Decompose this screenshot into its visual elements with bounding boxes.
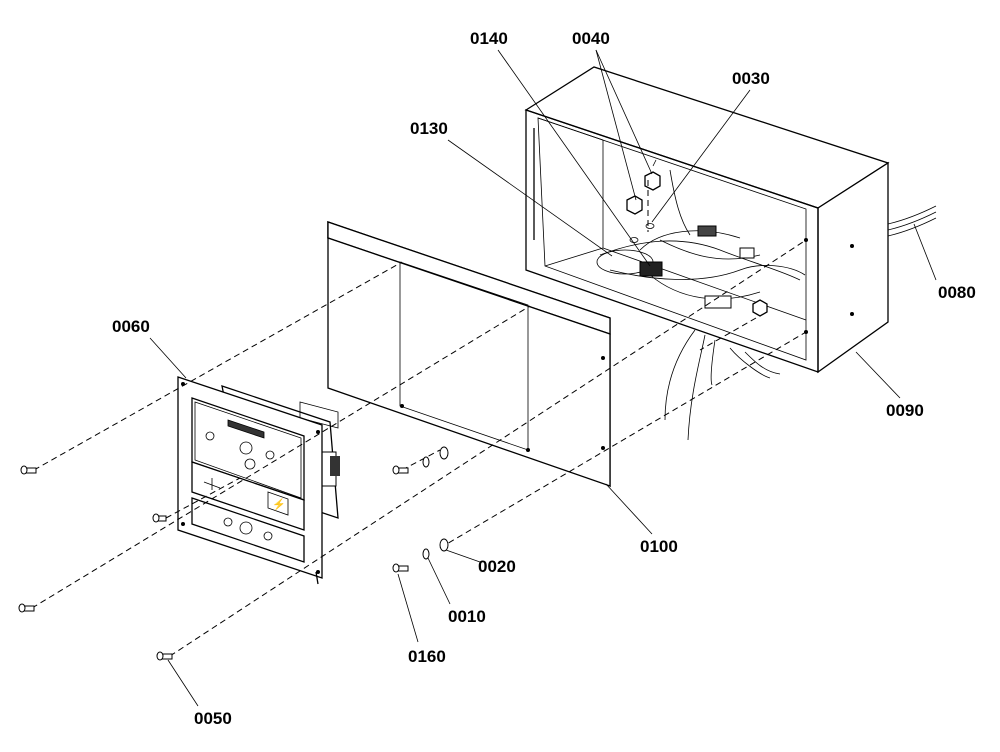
callout-labels: 0140 0040 0030 0130 0080 0060 0090 0100 … (112, 29, 976, 728)
callout-0160: 0160 (408, 647, 446, 666)
control-unit: ⚡ (177, 376, 340, 585)
callout-0090: 0090 (886, 401, 924, 420)
hanging-wires (664, 329, 781, 441)
screw (392, 465, 409, 475)
callout-0080: 0080 (938, 283, 976, 302)
washer (439, 538, 449, 552)
hardware (18, 446, 449, 661)
front-panel (327, 221, 611, 488)
washer (422, 456, 430, 468)
leader-lines (149, 49, 937, 707)
external-cable (887, 205, 937, 237)
internal-wiring (596, 159, 806, 317)
washer (439, 446, 449, 460)
enclosure-box (524, 66, 890, 374)
callout-0030: 0030 (732, 69, 770, 88)
callout-0140: 0140 (470, 29, 508, 48)
screw (20, 465, 37, 475)
screw (18, 603, 35, 613)
screw (392, 563, 409, 573)
assembly-lines (31, 180, 807, 657)
callout-0050: 0050 (194, 709, 232, 728)
washer (422, 548, 430, 560)
callout-0040: 0040 (572, 29, 610, 48)
callout-0100: 0100 (640, 537, 678, 556)
callout-0020: 0020 (478, 557, 516, 576)
screw (152, 513, 167, 523)
callout-0130: 0130 (410, 119, 448, 138)
svg-text:⚡: ⚡ (272, 498, 286, 511)
callout-0010: 0010 (448, 607, 486, 626)
callout-0060: 0060 (112, 317, 150, 336)
screw (156, 651, 173, 661)
